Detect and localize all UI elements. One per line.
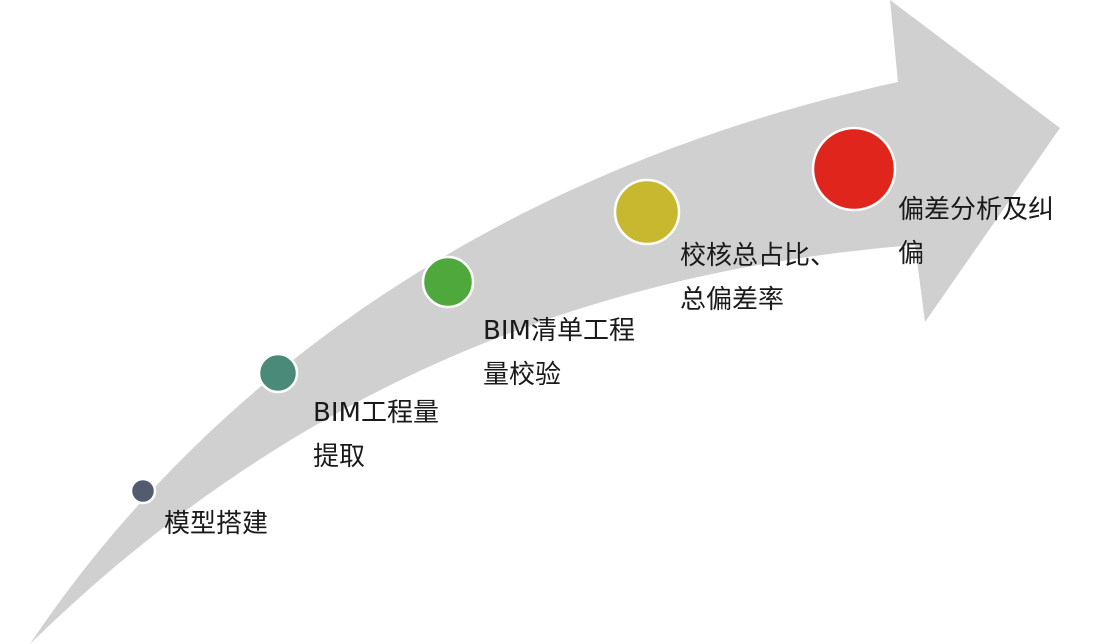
step-5-dot (811, 126, 897, 212)
step-4-dot (613, 178, 681, 246)
step-5-label: 偏差分析及纠 偏 (898, 188, 1054, 276)
step-4-label-line1: 校核总占比、 (680, 241, 837, 271)
step-3-label-line2: 量校验 (483, 360, 562, 390)
step-1-label-line1: 模型搭建 (164, 509, 269, 539)
step-4-label: 校核总占比、 总偏差率 (680, 234, 836, 322)
step-2-label: BIM工程量 提取 (313, 391, 439, 479)
step-2-dot (257, 352, 299, 394)
step-3-label-line1: BIM清单工程 (483, 316, 635, 346)
step-5-label-line2: 偏 (898, 239, 925, 269)
curved-arrow (30, 0, 1060, 644)
step-2-label-line2: 提取 (313, 442, 366, 472)
step-3-dot (421, 255, 475, 309)
step-2-label-line1: BIM工程量 (313, 398, 439, 428)
step-1-label: 模型搭建 (164, 502, 268, 546)
step-4-label-line2: 总偏差率 (680, 285, 785, 315)
step-3-label: BIM清单工程 量校验 (483, 309, 635, 397)
step-1-dot (129, 477, 157, 505)
step-5-label-line1: 偏差分析及纠 (898, 195, 1055, 225)
